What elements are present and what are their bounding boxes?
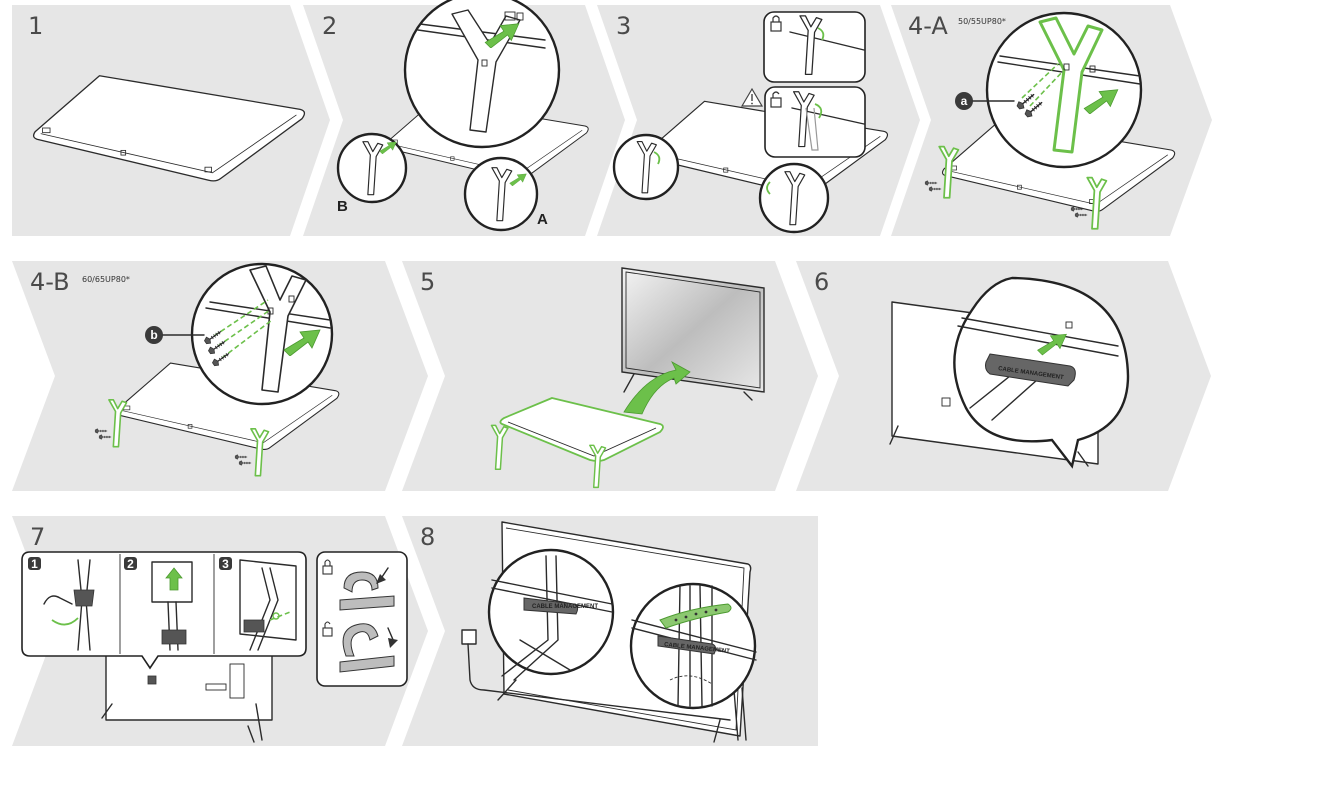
svg-text:1: 1 xyxy=(31,557,38,571)
step-4a-model: 50/55UP80* xyxy=(958,17,1006,26)
step-4a-number: 4-A xyxy=(908,12,948,40)
step-7-number: 7 xyxy=(30,523,45,551)
lock-open-icon xyxy=(322,621,333,637)
badge-b: b xyxy=(145,326,205,344)
step-4b-model: 60/65UP80* xyxy=(82,275,130,284)
zoom-circle-4a xyxy=(985,11,1143,169)
substep-1: 1 xyxy=(28,557,95,651)
lock-panel-open xyxy=(764,86,866,158)
label-b: B xyxy=(337,198,348,215)
zoom-circle-main xyxy=(403,0,561,149)
substep-3: 3 xyxy=(219,557,297,651)
lock-panel-closed xyxy=(763,11,866,83)
badge-a: a xyxy=(955,92,1015,110)
step-4b-number: 4-B xyxy=(30,268,70,296)
tv-flat-green-outline xyxy=(490,397,664,489)
lock-open-icon xyxy=(770,91,782,108)
zoom-circle-4b xyxy=(190,262,334,406)
zoom-circle-left xyxy=(612,133,680,201)
svg-text:b: b xyxy=(150,328,157,342)
svg-text:3: 3 xyxy=(222,557,229,571)
lock-closed-icon xyxy=(770,15,782,32)
substep-2: 2 xyxy=(124,557,193,651)
step-8-number: 8 xyxy=(420,523,435,551)
step-5-number: 5 xyxy=(420,268,435,296)
clip-lock-box xyxy=(316,551,408,687)
step-6-number: 6 xyxy=(814,268,829,296)
step-2-number: 2 xyxy=(322,12,337,40)
zoom-circle-right xyxy=(758,162,830,234)
warning-icon xyxy=(740,87,764,107)
arrow-icon xyxy=(623,361,691,415)
svg-text:a: a xyxy=(961,94,968,108)
zoom-bubble-6: CABLE MANAGEMENT xyxy=(953,276,1130,469)
label-a: A xyxy=(537,211,548,228)
zoom-circle-8-right: CABLE MANAGEMENT xyxy=(629,582,757,710)
svg-text:2: 2 xyxy=(127,557,134,571)
zoom-circle-a xyxy=(463,156,539,232)
callout-box-7: 1 2 3 xyxy=(21,551,307,670)
zoom-circle-b xyxy=(336,132,408,204)
step-1-number: 1 xyxy=(28,12,43,40)
cable-management-tag-small: CABLE MANAGEMENT xyxy=(532,604,598,610)
step-3-number: 3 xyxy=(616,12,631,40)
lock-closed-icon xyxy=(322,559,333,575)
tv-upright xyxy=(621,267,765,401)
zoom-circle-8-left: CABLE MANAGEMENT xyxy=(487,548,615,681)
